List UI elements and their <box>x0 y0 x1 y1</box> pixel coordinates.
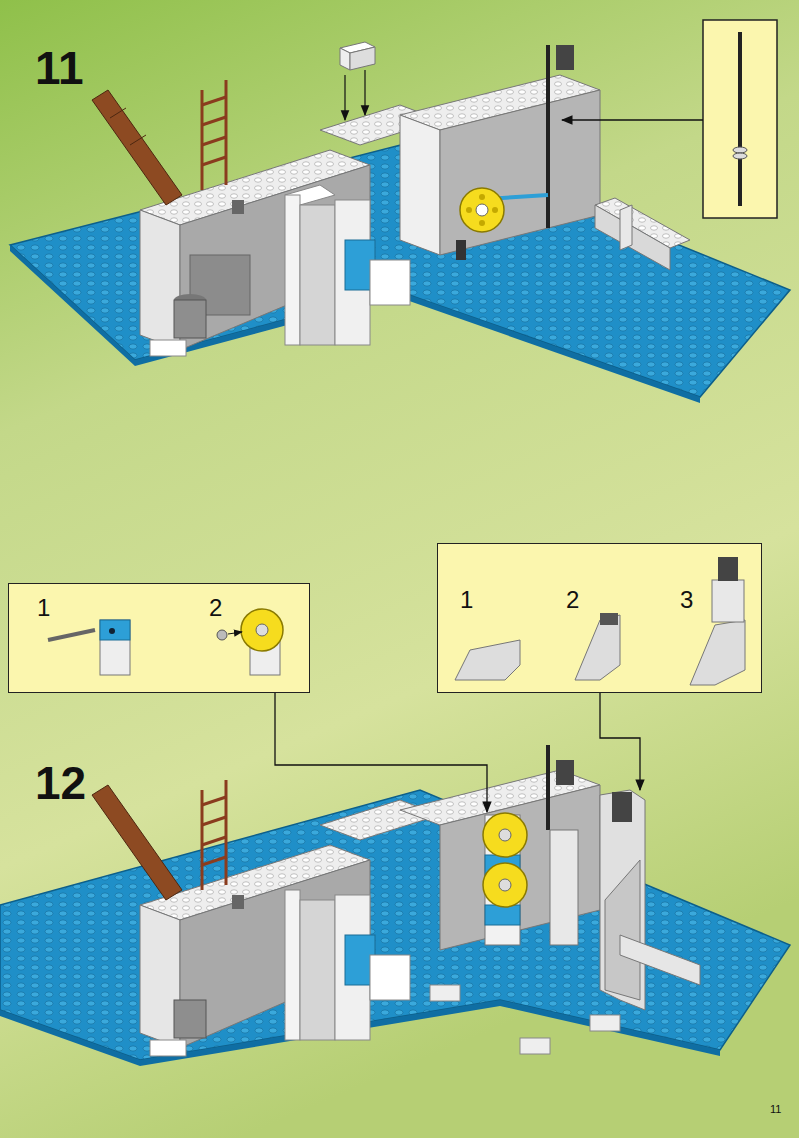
step-number: 11 <box>35 45 84 91</box>
callout-number: 2 <box>209 596 222 620</box>
leader-line <box>562 119 703 120</box>
step-number: 12 <box>35 760 86 806</box>
leader-line <box>275 693 487 812</box>
callout-number: 1 <box>460 588 473 612</box>
callout-panel: 12 <box>8 583 310 693</box>
callout-number: 2 <box>566 588 579 612</box>
callout-number: 1 <box>37 596 50 620</box>
leader-line <box>600 693 640 790</box>
callout-parts <box>48 557 745 685</box>
callout-number: 3 <box>680 588 693 612</box>
callout-panel <box>8 583 310 693</box>
axle-part <box>738 32 742 206</box>
callout-panel <box>703 20 777 218</box>
page-number: 11 <box>770 1104 781 1115</box>
step-11-model <box>10 42 790 403</box>
callout-panel <box>437 543 762 693</box>
step-12-model <box>0 745 790 1066</box>
callout-panel: 1 2 3 <box>437 543 762 693</box>
